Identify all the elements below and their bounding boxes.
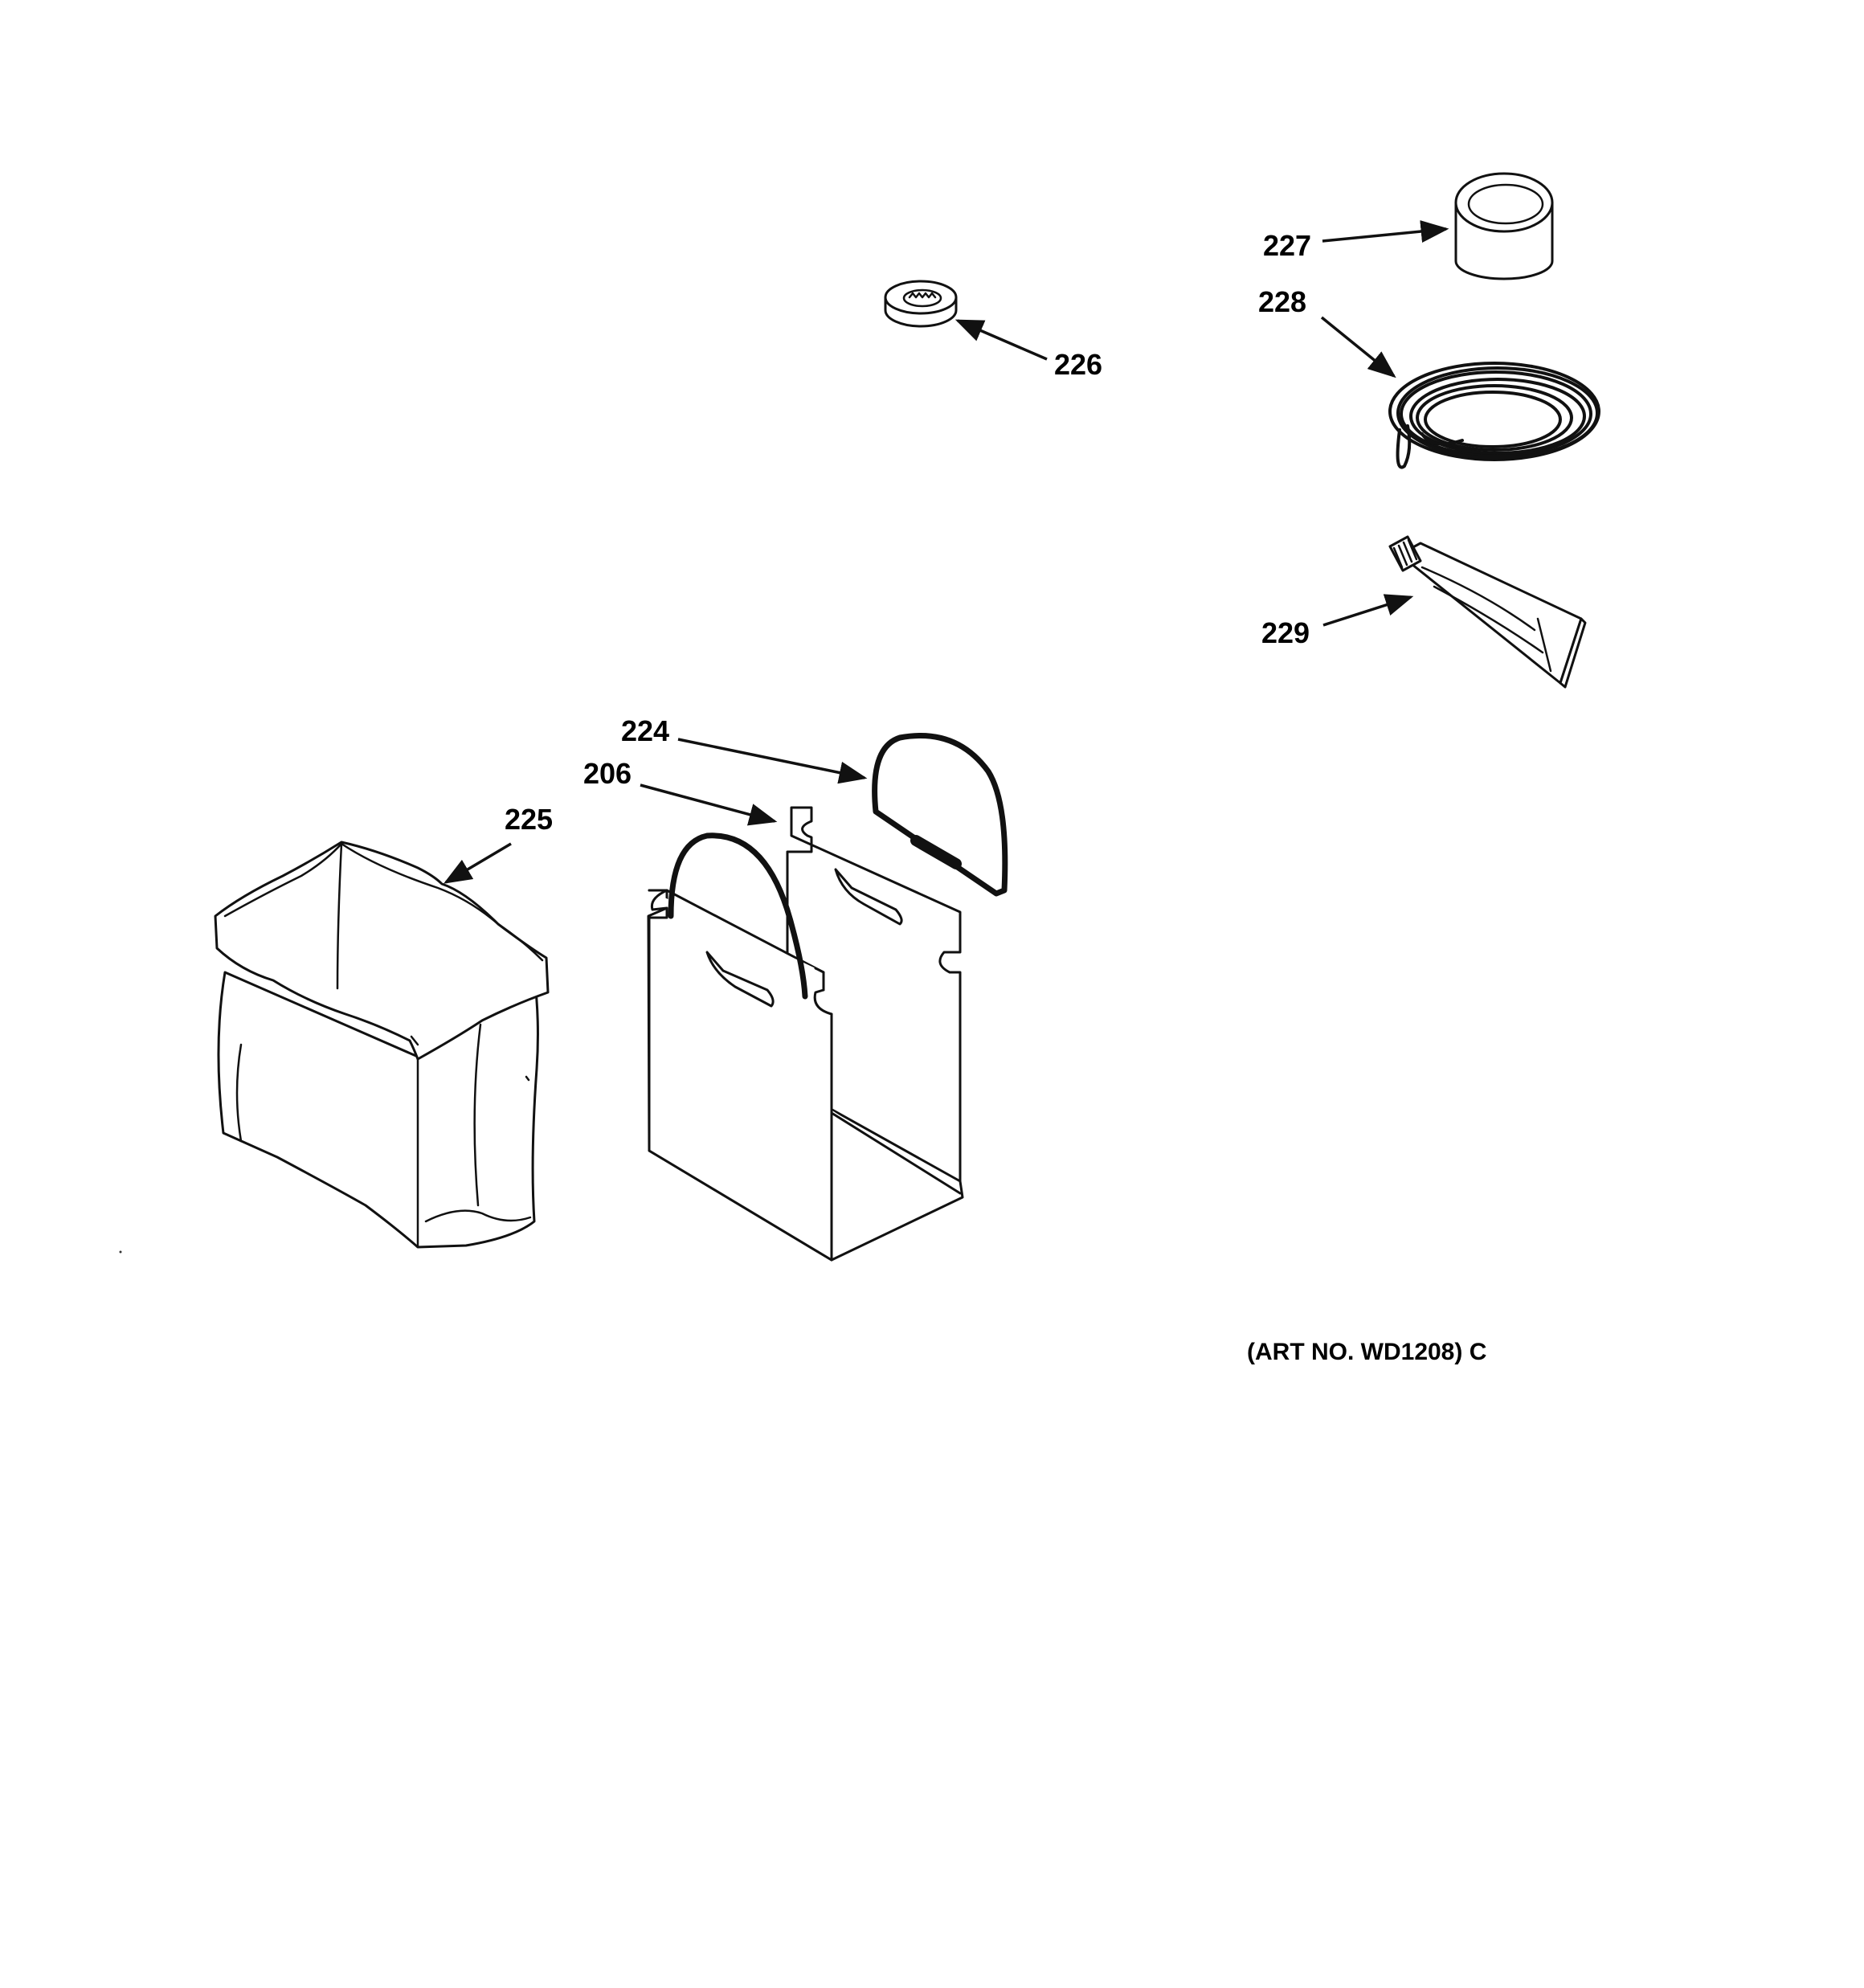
leader-206 (640, 783, 778, 826)
part-225-liner-bag (214, 841, 550, 1249)
part-206-bag-holder (647, 806, 964, 1262)
callout-224: 224 (621, 714, 669, 747)
art-number: (ART NO. WD1208) C (1247, 1339, 1486, 1365)
leader-227 (1322, 220, 1449, 243)
part-226-grommet (884, 280, 958, 328)
leader-226 (954, 319, 1048, 361)
leader-224 (677, 738, 868, 784)
part-227-cylinder (1454, 172, 1554, 280)
leader-225 (443, 842, 512, 884)
leader-228 (1320, 316, 1396, 378)
part-228-coiled-tubing (1388, 362, 1600, 469)
callout-228: 228 (1258, 285, 1306, 318)
scan-speck (119, 1250, 122, 1254)
part-206-handle-wire (668, 832, 808, 1000)
callout-206: 206 (583, 757, 632, 790)
callout-226: 226 (1054, 348, 1102, 381)
callout-225: 225 (505, 803, 553, 836)
callout-227: 227 (1263, 229, 1311, 262)
callout-229: 229 (1261, 616, 1310, 649)
part-229-tube (1388, 535, 1587, 689)
part-224-wire-handle (872, 733, 1008, 897)
leader-229 (1322, 594, 1414, 627)
